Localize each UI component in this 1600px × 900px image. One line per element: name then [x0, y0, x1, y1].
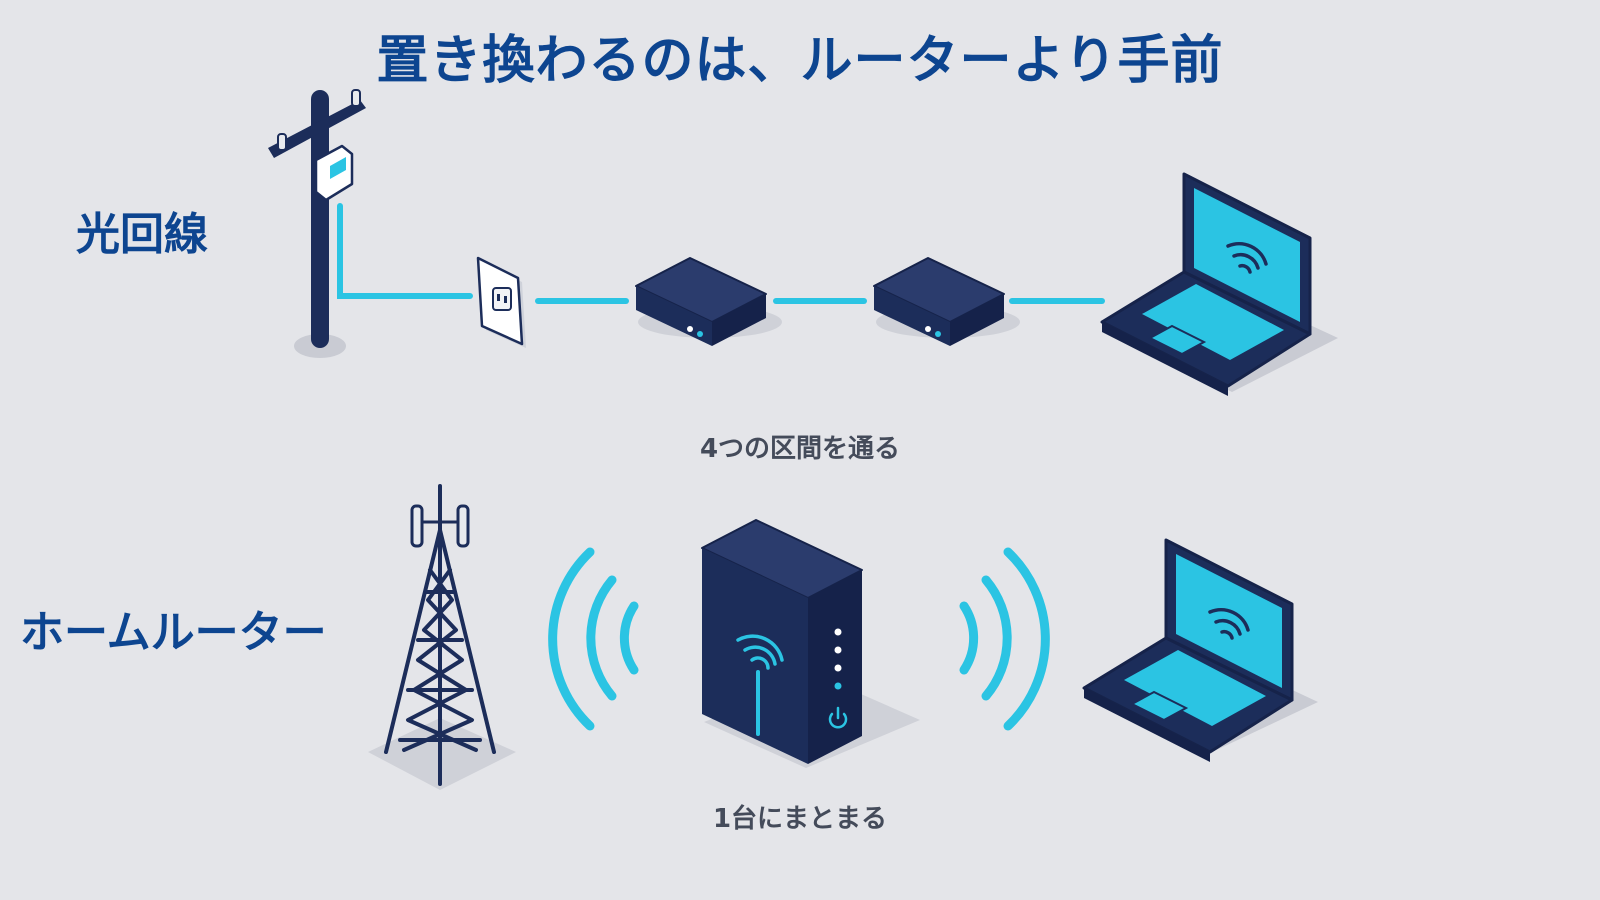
- fiber-row-label: 光回線: [76, 209, 208, 260]
- page-title: 置き換わるのは、ルーターより手前: [376, 31, 1224, 91]
- laptop-icon: [1082, 538, 1318, 762]
- wireless-waves-left: [548, 547, 639, 731]
- cell-tower-icon: [368, 484, 516, 790]
- home-router-caption: 1台にまとまる: [712, 804, 888, 834]
- home-router-row-label: ホームルーター: [20, 607, 327, 658]
- wifi-icon: [736, 634, 784, 670]
- home-router-icon: [701, 519, 920, 768]
- wifi-icon: [1226, 242, 1268, 274]
- utility-pole-icon: [268, 89, 366, 358]
- wall-outlet-icon: [476, 256, 526, 348]
- onu-box-icon: [314, 144, 354, 202]
- power-icon: [828, 706, 848, 729]
- laptop-icon: [1100, 172, 1338, 396]
- fiber-cables: [337, 203, 1105, 304]
- fiber-caption: 4つの区間を通る: [699, 434, 901, 464]
- wireless-waves-right: [959, 547, 1050, 731]
- wifi-icon: [1208, 608, 1250, 640]
- modem-icon: [635, 257, 782, 346]
- cable-pole-to-outlet: [337, 203, 473, 299]
- router-icon: [873, 257, 1020, 346]
